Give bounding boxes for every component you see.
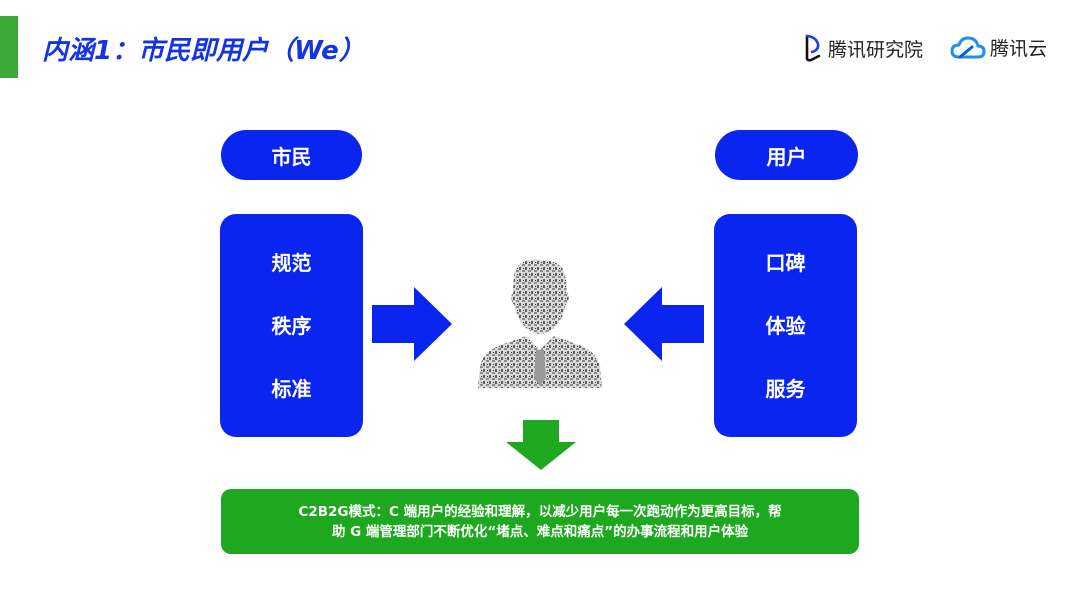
tencent-research-logo-icon [805, 34, 821, 62]
citizen-attribute-item: 规范 [271, 250, 312, 275]
tencent-cloud-label: 腾讯云 [990, 38, 1048, 60]
summary-line-1: C2B2G模式：C 端用户的经验和理解，以减少用户每一次跑动作为更高目标，帮 [298, 503, 782, 520]
cloud-icon [950, 36, 986, 58]
person-wordcloud-icon [478, 259, 602, 388]
summary-line-2: 助 G 端管理部门不断优化“堵点、难点和痛点”的办事流程和用户体验 [331, 523, 749, 540]
citizen-attribute-item: 秩序 [271, 313, 312, 338]
arrow-left-icon [624, 287, 704, 361]
citizen-attributes-box: 规范 秩序 标准 [220, 214, 363, 437]
c2b2g-summary-box: C2B2G模式：C 端用户的经验和理解，以减少用户每一次跑动作为更高目标，帮 助… [221, 489, 859, 554]
user-label-pill: 用户 [715, 130, 858, 180]
arrow-right-icon [372, 287, 452, 361]
page-title: 内涵1：市民即用户（We） [42, 36, 365, 66]
arrow-down-icon [506, 420, 576, 470]
title-accent-bar [0, 16, 18, 78]
user-attribute-item: 体验 [765, 313, 806, 338]
tencent-research-logo: 腾讯研究院 [804, 34, 923, 62]
tencent-research-label: 腾讯研究院 [828, 38, 924, 61]
tencent-cloud-logo: 腾讯云 [950, 34, 1047, 61]
user-attribute-item: 口碑 [765, 250, 806, 275]
citizen-label-pill: 市民 [221, 130, 362, 180]
citizen-attribute-item: 标准 [271, 376, 312, 401]
user-attributes-box: 口碑 体验 服务 [714, 214, 857, 437]
user-attribute-item: 服务 [765, 376, 806, 401]
